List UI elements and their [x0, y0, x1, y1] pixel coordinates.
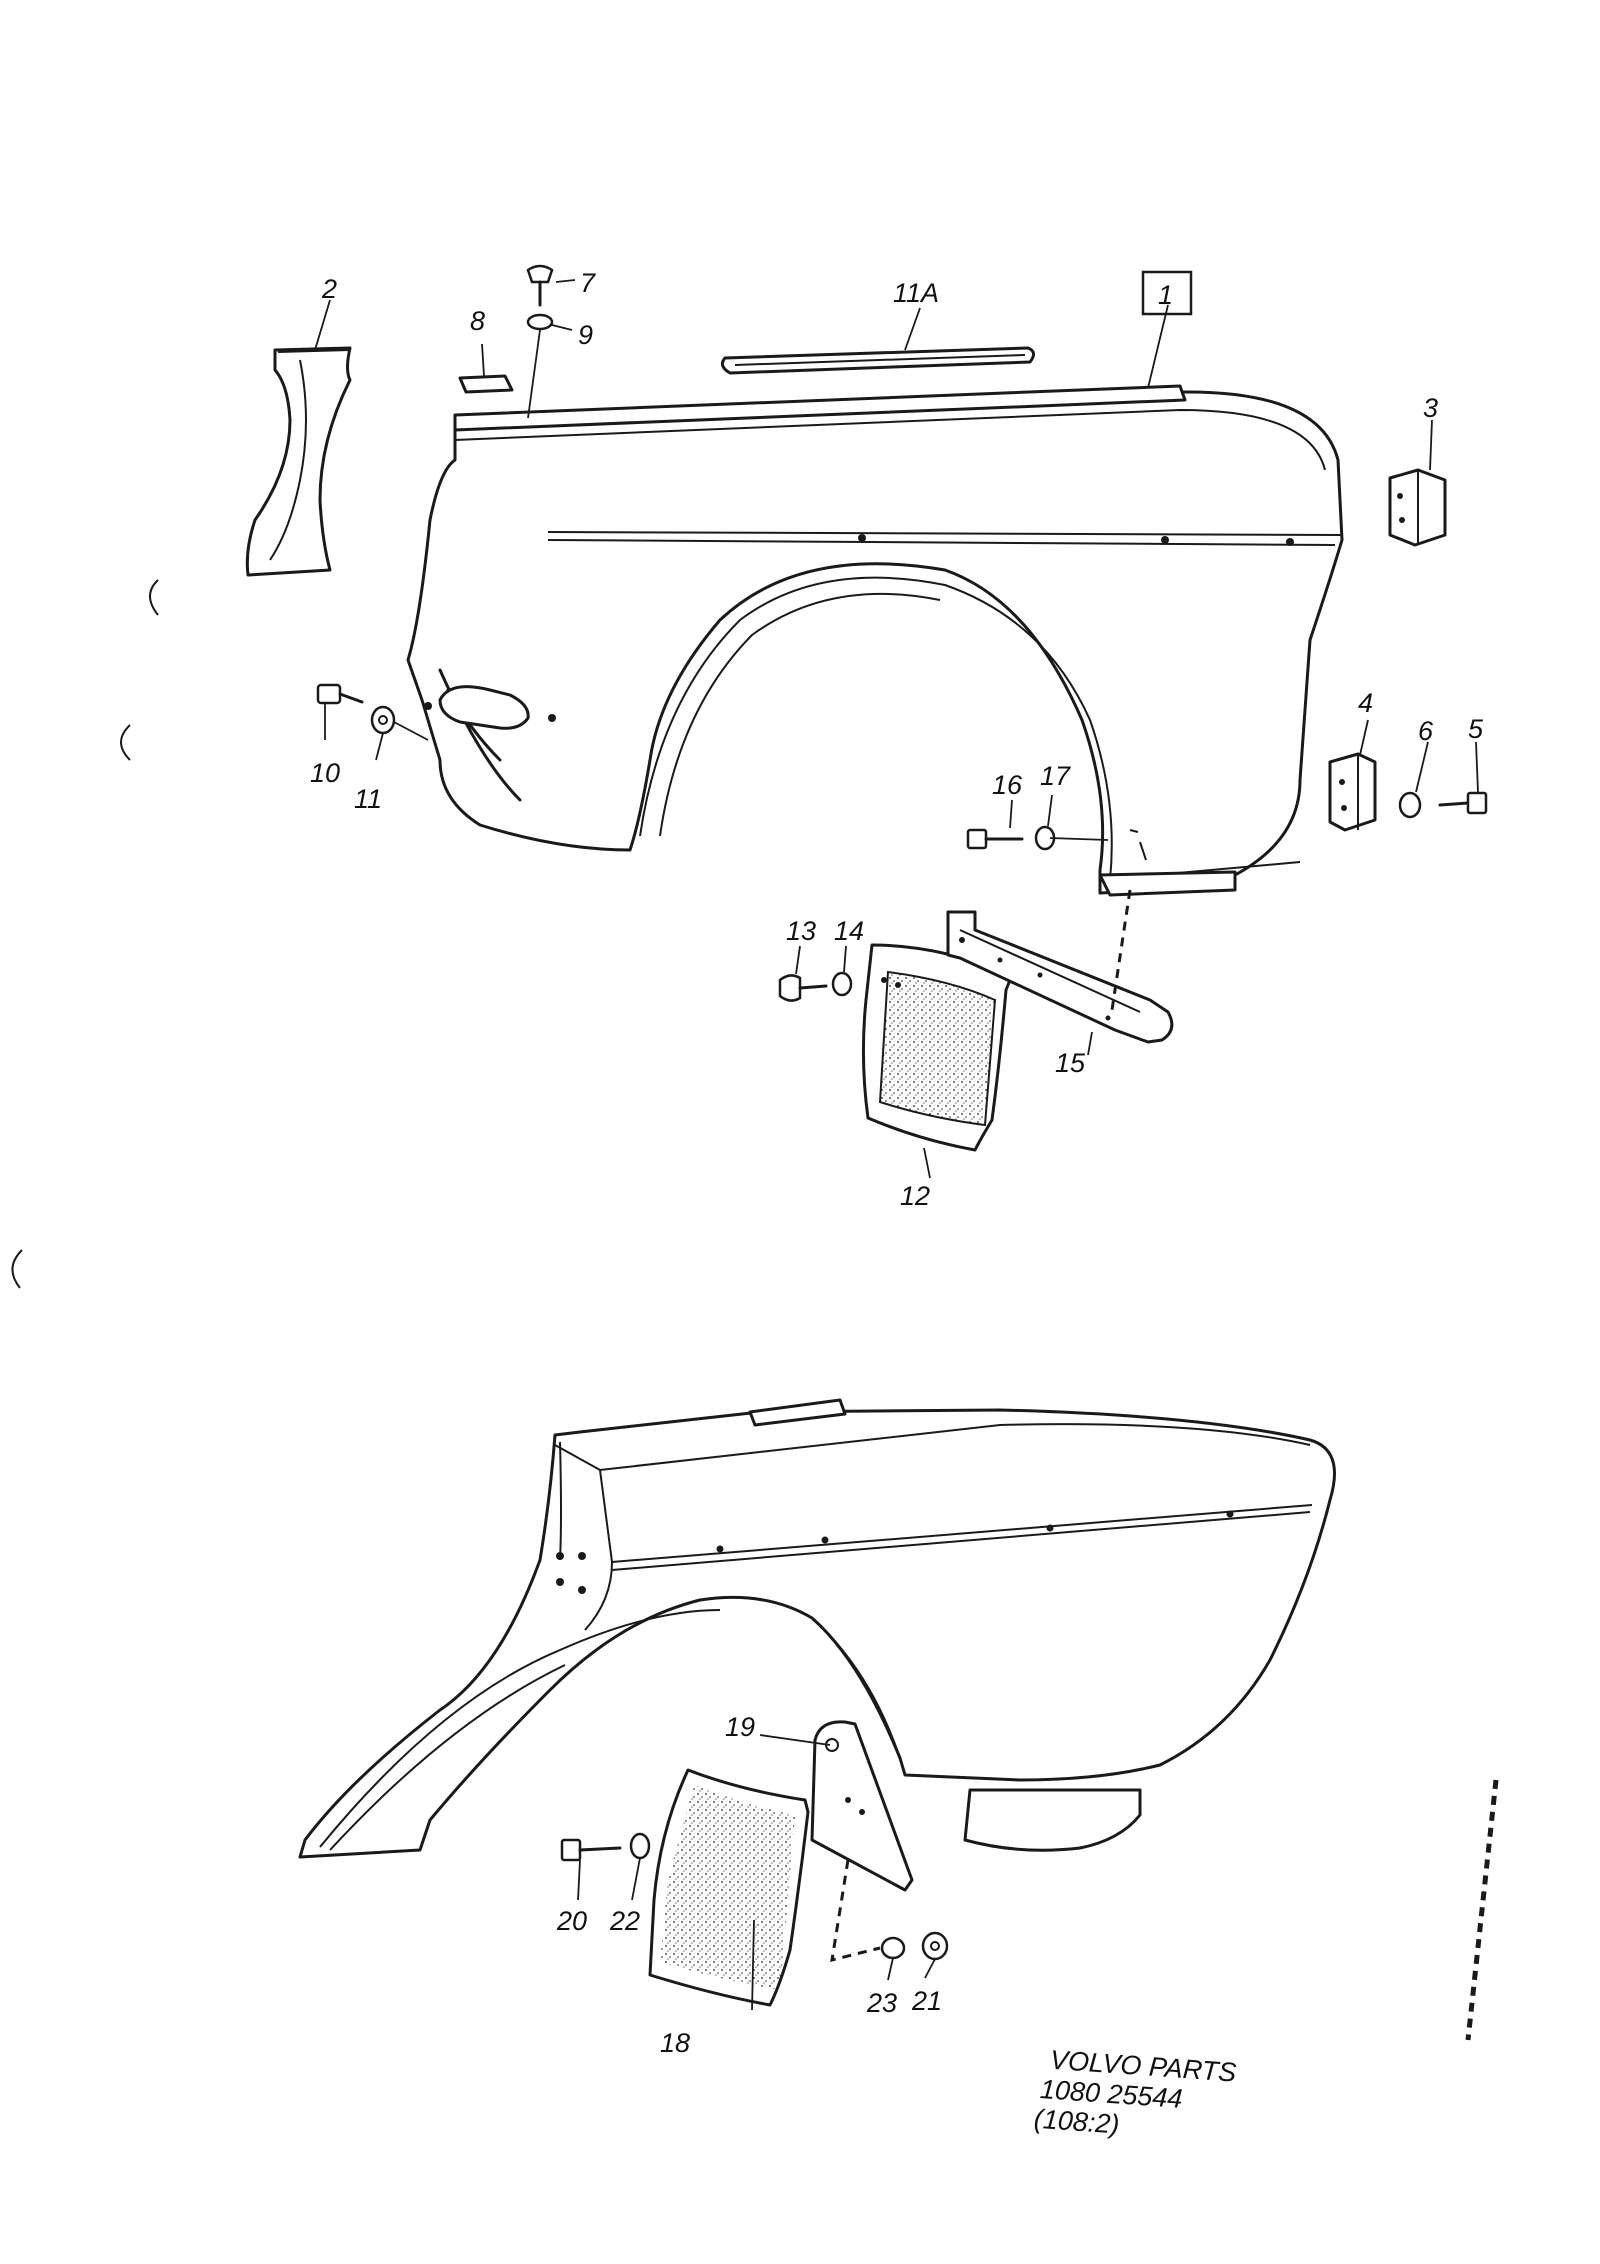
- screw-7: [526, 264, 554, 307]
- footer-group: (108:2): [1033, 2104, 1120, 2140]
- washer-23: [880, 1936, 906, 1960]
- moulding-strip: [720, 346, 1035, 375]
- callout-20: 20: [556, 1906, 587, 1936]
- mud-flap-front: [861, 943, 1014, 1152]
- rear-assembly-line: [830, 1859, 881, 1963]
- mud-flap-bracket-front: [946, 910, 1174, 1044]
- callout-1-box: [1141, 270, 1193, 316]
- callout-22: 22: [609, 1906, 640, 1936]
- callout-7: 7: [580, 268, 596, 298]
- screw-13: [778, 974, 828, 1002]
- callout-6: 6: [1418, 716, 1434, 746]
- callout-11: 11: [354, 784, 382, 814]
- washer-22: [629, 1832, 651, 1860]
- callout-12: 12: [900, 1181, 930, 1211]
- callout-4: 4: [1358, 688, 1373, 718]
- callout-1: 1: [1158, 280, 1173, 310]
- front-assembly-line: [1110, 889, 1132, 1011]
- bolt-20: [560, 1838, 622, 1862]
- footer-reference: VOLVO PARTS 1080 25544 (108:2): [1033, 2045, 1237, 2140]
- callout-18: 18: [660, 2028, 690, 2058]
- clip-8: [458, 374, 514, 394]
- callout-8: 8: [470, 306, 485, 336]
- rear-fender: [298, 1398, 1336, 1859]
- bolt-5: [1438, 791, 1488, 815]
- callout-23: 23: [866, 1988, 897, 2018]
- bolt-16: [966, 828, 1024, 850]
- front-panel-piece: [245, 346, 352, 577]
- callouts: 1 2 3 4 5 6 7 8 9 10 11 11A 12 13 14 15 …: [310, 268, 1484, 2058]
- callout-13: 13: [786, 916, 816, 946]
- washer-6: [1398, 791, 1422, 819]
- mud-flap-bracket-rear: [810, 1720, 914, 1892]
- leader-lines: [314, 279, 1479, 2011]
- callout-14: 14: [834, 916, 864, 946]
- washer-9: [526, 313, 554, 331]
- callout-16: 16: [992, 770, 1023, 800]
- front-fender: [406, 384, 1344, 897]
- bracket-4: [1328, 752, 1377, 832]
- washer-14: [831, 971, 853, 997]
- callout-10: 10: [310, 758, 340, 788]
- nut-21: [921, 1931, 949, 1961]
- callout-11a: 11A: [893, 278, 939, 308]
- callout-3: 3: [1423, 393, 1438, 423]
- mud-flap-rear: [648, 1768, 810, 2007]
- callout-19: 19: [725, 1712, 755, 1742]
- callout-2: 2: [321, 274, 337, 304]
- callout-9: 9: [578, 320, 593, 350]
- scan-edge-marks: [11, 579, 1499, 2041]
- callout-5: 5: [1468, 714, 1484, 744]
- bracket-3: [1388, 468, 1447, 547]
- callout-17: 17: [1040, 761, 1071, 791]
- callout-21: 21: [911, 1986, 942, 2016]
- callout-15: 15: [1055, 1048, 1086, 1078]
- nut-11: [370, 705, 396, 735]
- bolt-10: [316, 683, 364, 705]
